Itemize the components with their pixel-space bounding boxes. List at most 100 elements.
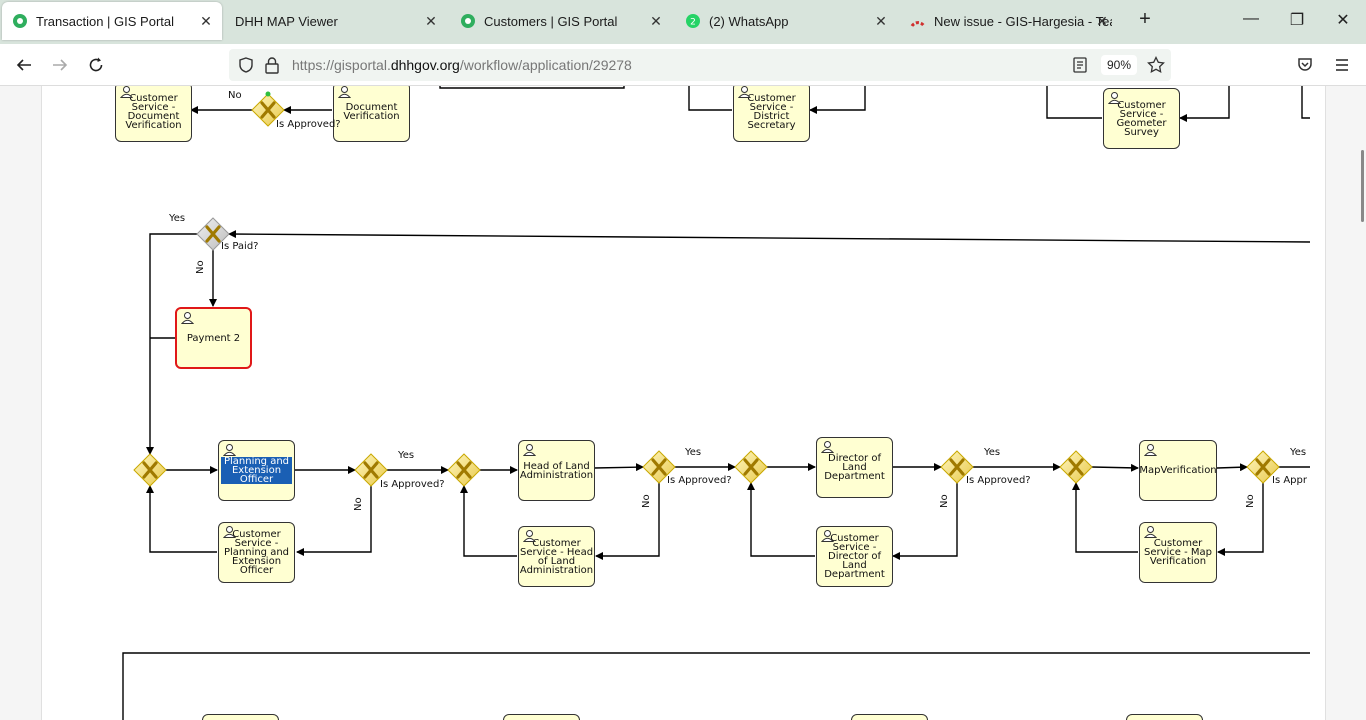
task-bottom-4[interactable] bbox=[1126, 714, 1203, 720]
reader-view-icon[interactable] bbox=[1072, 57, 1088, 73]
tab-label: Customers | GIS Portal bbox=[484, 13, 618, 29]
shield-icon[interactable] bbox=[237, 56, 255, 74]
svg-text:2: 2 bbox=[690, 18, 696, 28]
tab-bar: Transaction | GIS Portal ✕ DHH MAP Viewe… bbox=[0, 0, 1366, 44]
task-document-verification[interactable]: Document Verification bbox=[333, 86, 410, 142]
task-cs-director-land-department[interactable]: Customer Service - Director of Land Depa… bbox=[816, 526, 893, 587]
task-payment-2[interactable]: Payment 2 bbox=[175, 307, 252, 369]
gateways bbox=[132, 91, 1281, 488]
new-tab-button[interactable]: + bbox=[1139, 8, 1151, 30]
task-director-land-department[interactable]: Director of Land Department bbox=[816, 437, 893, 498]
devops-icon bbox=[910, 13, 926, 29]
gateway-merge-4 bbox=[1058, 449, 1094, 485]
pocket-button[interactable] bbox=[1292, 52, 1318, 78]
flow-label-no: No bbox=[939, 494, 950, 508]
hamburger-menu-icon bbox=[1336, 59, 1348, 71]
user-icon bbox=[820, 441, 835, 455]
page-scrollbar[interactable] bbox=[1361, 150, 1364, 222]
user-icon bbox=[119, 86, 134, 100]
user-icon bbox=[337, 86, 352, 100]
close-icon[interactable]: ✕ bbox=[1096, 13, 1108, 29]
connector-lines bbox=[122, 86, 1311, 720]
tab-customers[interactable]: Customers | GIS Portal ✕ bbox=[450, 2, 672, 40]
url-text[interactable]: https://gisportal.dhhgov.org/workflow/ap… bbox=[292, 57, 632, 73]
gis-portal-favicon-icon bbox=[12, 13, 28, 29]
workflow-panel bbox=[41, 86, 1326, 720]
page-content: Customer Service - Document Verification… bbox=[0, 86, 1366, 720]
task-cs-head-land-administration[interactable]: Customer Service - Head of Land Administ… bbox=[518, 526, 595, 587]
gateway-merge-3 bbox=[733, 449, 769, 485]
user-icon bbox=[1143, 526, 1158, 540]
flow-label-yes: Yes bbox=[1290, 447, 1307, 458]
tab-dhh-map-viewer[interactable]: DHH MAP Viewer ✕ bbox=[225, 2, 447, 40]
task-cs-document-verification[interactable]: Customer Service - Document Verification bbox=[115, 86, 192, 142]
task-head-land-administration[interactable]: Head of Land Administration bbox=[518, 440, 595, 501]
task-cs-map-verification[interactable]: Customer Service - Map Verification bbox=[1139, 522, 1217, 583]
tab-label: Transaction | GIS Portal bbox=[36, 13, 175, 29]
flow-label-yes: Yes bbox=[169, 213, 186, 224]
address-bar[interactable]: https://gisportal.dhhgov.org/workflow/ap… bbox=[229, 49, 1171, 81]
user-icon bbox=[522, 444, 537, 458]
flow-label-yes: Yes bbox=[984, 447, 1001, 458]
flow-label-no: No bbox=[195, 260, 206, 274]
close-icon[interactable]: ✕ bbox=[425, 13, 437, 29]
close-icon[interactable]: ✕ bbox=[650, 13, 662, 29]
back-button[interactable] bbox=[11, 52, 37, 78]
tab-whatsapp[interactable]: 2 (2) WhatsApp ✕ bbox=[675, 2, 897, 40]
navigation-bar: https://gisportal.dhhgov.org/workflow/ap… bbox=[0, 44, 1366, 86]
task-bottom-3[interactable] bbox=[851, 714, 928, 720]
reload-button[interactable] bbox=[83, 52, 109, 78]
task-bottom-1[interactable] bbox=[202, 714, 279, 720]
tab-transaction[interactable]: Transaction | GIS Portal ✕ bbox=[2, 2, 222, 40]
close-window-button[interactable]: ✕ bbox=[1336, 12, 1350, 29]
flow-label-no: No bbox=[228, 90, 242, 101]
task-cs-geometer-survey[interactable]: Customer Service - Geometer Survey bbox=[1103, 88, 1180, 149]
forward-button[interactable] bbox=[47, 52, 73, 78]
close-icon[interactable]: ✕ bbox=[875, 13, 887, 29]
forward-arrow-icon bbox=[53, 59, 68, 71]
selected-text: Planning and Extension Officer bbox=[221, 457, 292, 485]
user-icon bbox=[1107, 92, 1122, 106]
flow-label-no: No bbox=[1245, 494, 1256, 508]
task-cs-planning-extension-officer[interactable]: Customer Service - Planning and Extensio… bbox=[218, 522, 295, 583]
reload-icon bbox=[89, 57, 103, 72]
bookmark-star-icon[interactable] bbox=[1147, 56, 1165, 74]
user-icon bbox=[737, 86, 752, 100]
flow-label-no: No bbox=[353, 497, 364, 511]
flow-label-yes: Yes bbox=[398, 450, 415, 461]
whatsapp-icon: 2 bbox=[685, 13, 701, 29]
zoom-level-button[interactable]: 90% bbox=[1101, 55, 1137, 75]
task-planning-extension-officer[interactable]: Planning and Extension Officer bbox=[218, 440, 295, 501]
workflow-diagram bbox=[122, 86, 1311, 720]
flow-label-no: No bbox=[641, 494, 652, 508]
task-cs-district-secretary[interactable]: Customer Service - District Secretary bbox=[733, 86, 810, 142]
app-menu-button[interactable] bbox=[1329, 52, 1355, 78]
gateway-label-is-approved: Is Approved? bbox=[380, 479, 445, 490]
connector-handle bbox=[265, 91, 271, 97]
flow-label-yes: Yes bbox=[685, 447, 702, 458]
user-icon bbox=[180, 312, 195, 326]
back-arrow-icon bbox=[16, 59, 31, 71]
tab-label: (2) WhatsApp bbox=[709, 13, 789, 29]
tab-label: New issue - GIS-Hargesia - Team bbox=[934, 13, 1112, 29]
lock-icon[interactable] bbox=[264, 56, 280, 74]
gateway-label-is-paid: Is Paid? bbox=[221, 241, 259, 252]
gateway-label-is-approved: Is Approved? bbox=[667, 475, 732, 486]
task-map-verification[interactable]: MapVerification bbox=[1139, 440, 1217, 501]
task-bottom-2[interactable] bbox=[503, 714, 580, 720]
user-icon bbox=[820, 530, 835, 544]
gateway-merge-1 bbox=[132, 452, 168, 488]
gis-portal-favicon-icon bbox=[460, 13, 476, 29]
gateway-label-is-approved: Is Approved? bbox=[276, 119, 341, 130]
user-icon bbox=[522, 530, 537, 544]
tab-label: DHH MAP Viewer bbox=[235, 13, 338, 29]
restore-button[interactable]: ❐ bbox=[1289, 12, 1305, 29]
minimize-button[interactable]: — bbox=[1243, 10, 1259, 27]
gateway-label-is-approved: Is Appr bbox=[1272, 475, 1307, 486]
close-icon[interactable]: ✕ bbox=[200, 13, 212, 29]
user-icon bbox=[222, 444, 237, 458]
gateway-is-paid bbox=[196, 217, 230, 251]
tab-new-issue[interactable]: New issue - GIS-Hargesia - Team ✕ bbox=[900, 2, 1122, 40]
gateway-merge-2 bbox=[446, 452, 482, 488]
pocket-icon bbox=[1298, 58, 1312, 71]
